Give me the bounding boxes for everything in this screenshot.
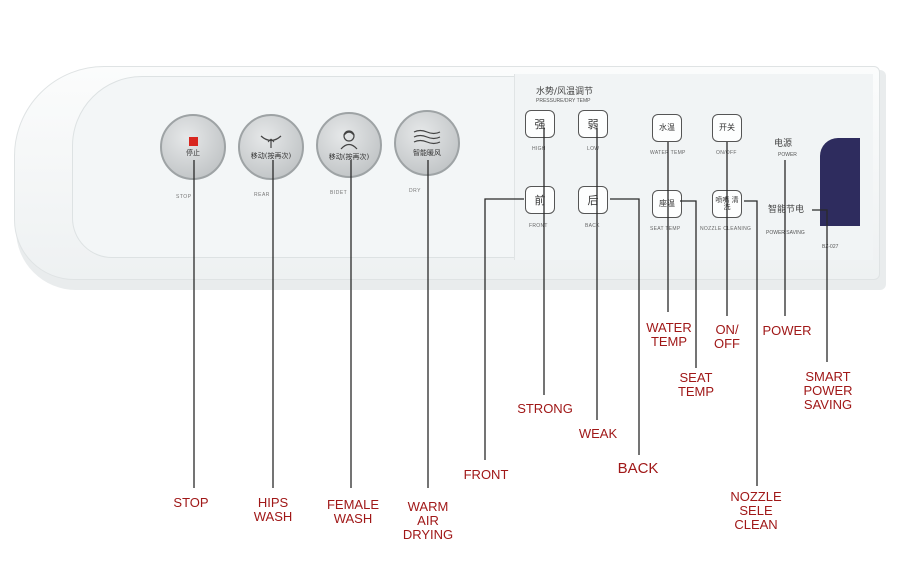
on-off-button[interactable]: 开关 [712, 114, 742, 142]
strong-callout: STRONG [517, 401, 573, 416]
nozzle-sele-clean-callout: NOZZLE SELE CLEAN [730, 489, 782, 532]
model-label: BZ-027 [822, 244, 839, 250]
female-wash-callout: FEMALE WASH [326, 497, 380, 526]
high-button[interactable]: 强 [525, 110, 555, 138]
hips-wash-callout: HIPS WASH [253, 495, 293, 524]
bidet-button[interactable]: 移动(按再次) [316, 112, 382, 178]
pressure-header-zh: 水势/风温调节 [536, 87, 594, 97]
back-sub-label: BACK [585, 223, 600, 229]
power-zh-label: 电源 [774, 139, 793, 149]
rear-wash-zh: 移动(按再次) [250, 152, 292, 160]
pressure-header-en: PRESSURE/DRY TEMP [536, 98, 591, 104]
nozzle-cleaning-sub-label: NOZZLE CLEANING [700, 226, 752, 232]
stop-button[interactable]: 停止 [160, 114, 226, 180]
dry-sub-label: DRY [409, 188, 421, 194]
stop-button-zh: 停止 [186, 148, 200, 157]
smart-power-saving-callout: SMART POWER SAVING [803, 369, 853, 412]
rear-wash-button[interactable]: 移动(按再次) [238, 114, 304, 180]
low-sub-label: LOW [587, 146, 600, 152]
dry-button[interactable]: 智能暖风 [394, 110, 460, 176]
front-button[interactable]: 前 [525, 186, 555, 214]
nozzle-leader-line [744, 200, 758, 486]
seat-temp-sub-label: SEAT TEMP [650, 226, 681, 232]
bidet-sub-label: BIDET [330, 190, 348, 196]
rear-spray-icon [260, 135, 282, 148]
rear-sub-label: REAR [254, 192, 270, 198]
stop-square-icon [188, 136, 198, 146]
back-callout: BACK [617, 460, 659, 477]
weak-callout: WEAK [578, 426, 618, 441]
power-en-label: POWER [778, 152, 797, 158]
button-grid-area [514, 74, 873, 260]
low-button[interactable]: 弱 [578, 110, 608, 138]
seat-temp-callout: SEAT TEMP [677, 370, 715, 399]
female-person-icon [340, 130, 358, 150]
water-temp-button[interactable]: 水温 [652, 114, 682, 142]
stop-sub-label: STOP [176, 194, 192, 200]
back-leader-line [610, 198, 640, 455]
on-off-sub-label: ON/OFF [716, 150, 737, 156]
on-off-callout: ON/ OFF [714, 322, 740, 351]
front-sub-label: FRONT [529, 223, 548, 229]
back-button[interactable]: 后 [578, 186, 608, 214]
smart-leader-line [812, 209, 828, 362]
high-sub-label: HIGH [532, 146, 546, 152]
seat-temp-leader-line [680, 200, 697, 368]
smart-power-zh-label: 智能节电 [768, 205, 805, 215]
dry-zh: 智能暖风 [413, 149, 441, 157]
seat-temp-button[interactable]: 座温 [652, 190, 682, 218]
power-callout: POWER [762, 323, 812, 338]
bidet-zh: 移动(按再次) [328, 153, 370, 161]
warm-air-drying-callout: WARM AIR DRYING [402, 499, 454, 542]
front-callout: FRONT [463, 467, 509, 482]
stop-callout: STOP [173, 495, 209, 510]
warm-air-waves-icon [413, 129, 441, 145]
front-leader-line [484, 198, 524, 460]
water-temp-callout: WATER TEMP [646, 320, 692, 349]
